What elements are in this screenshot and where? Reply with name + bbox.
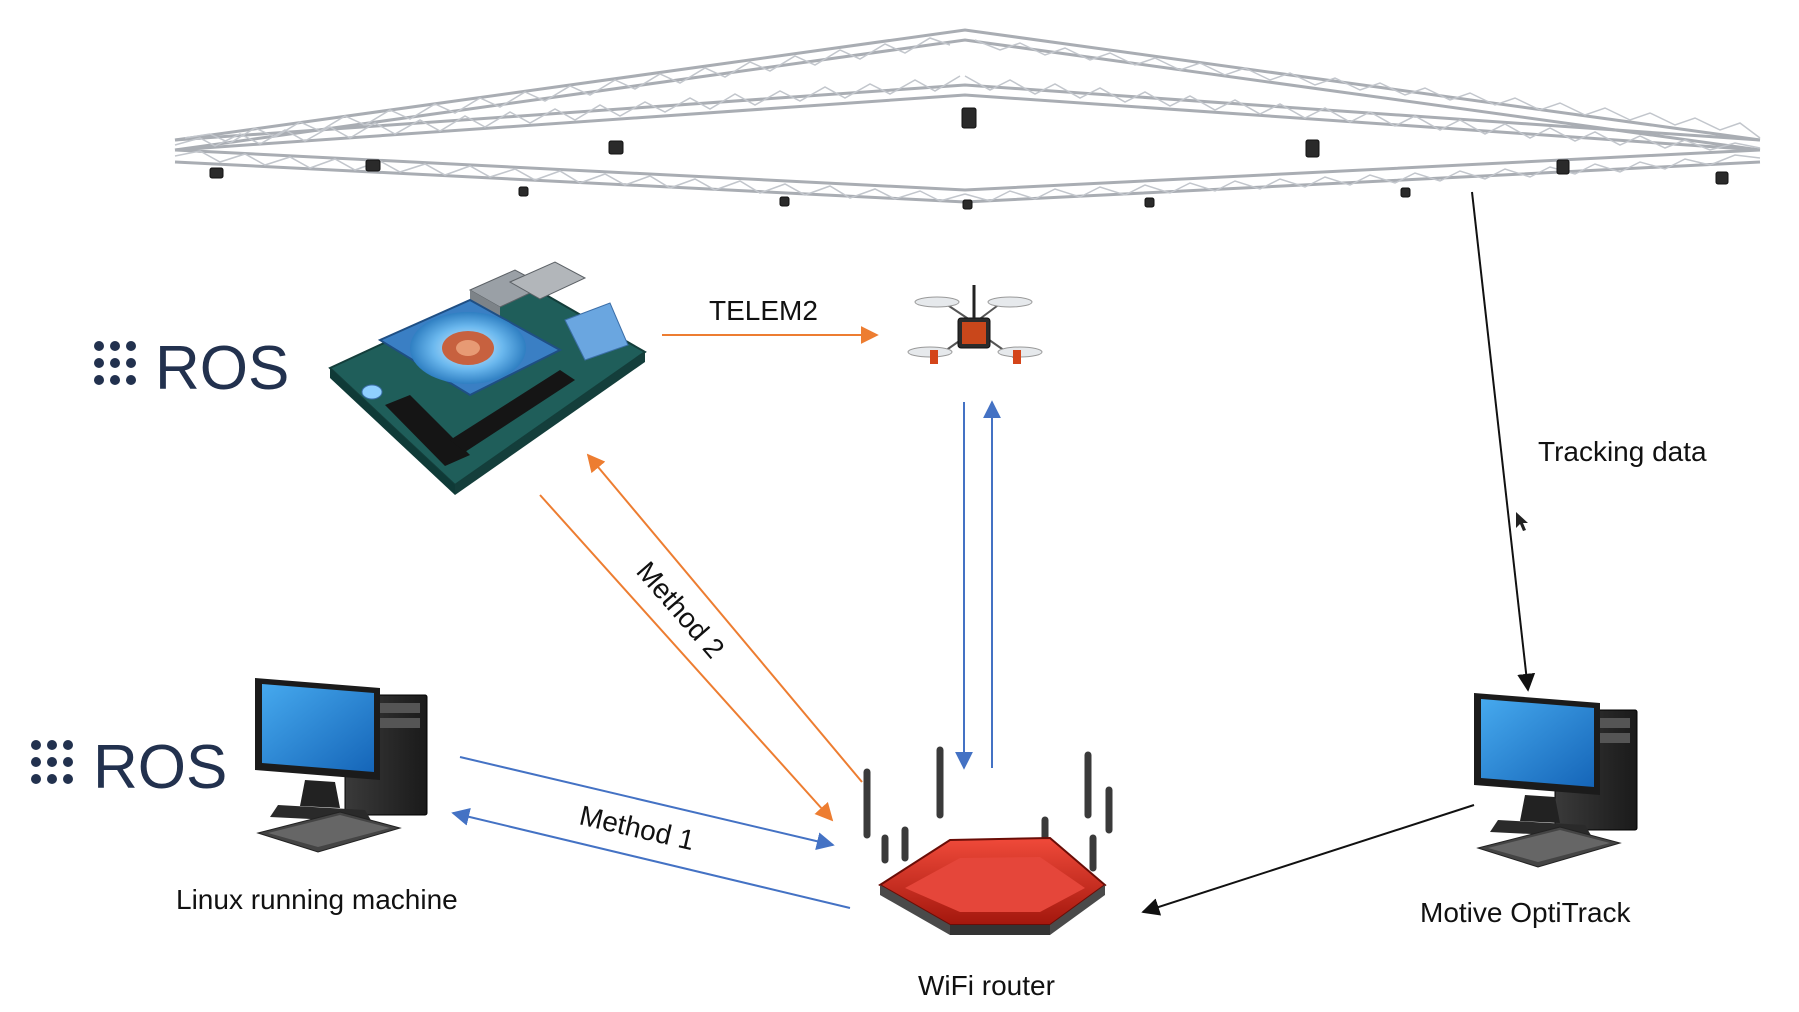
ros-logo-bottom: ROS [31, 733, 227, 802]
odroid-board-icon [328, 261, 647, 495]
arrow-method2-pair [539, 453, 863, 822]
arrow-tracking-data [1471, 191, 1536, 692]
arrow-method1-pair [451, 756, 851, 909]
camera-truss-icon [174, 28, 1761, 210]
ros-logo-top: ROS [94, 334, 289, 403]
quadcopter-drone-icon [907, 285, 1043, 364]
desktop-computer-icon [1474, 693, 1638, 868]
ros-logo-icon [94, 341, 136, 385]
ros-logo-text-bottom: ROS [93, 733, 227, 802]
label-motive-optitrack: Motive OptiTrack [1420, 897, 1632, 928]
label-wifi-router: WiFi router [918, 970, 1055, 1001]
cursor-icon [1516, 512, 1528, 531]
arrow-optitrack-to-router [1141, 804, 1475, 916]
ros-logo-text-top: ROS [155, 334, 289, 403]
wifi-router-icon [863, 746, 1113, 935]
ros-logo-icon [31, 740, 73, 784]
label-tracking-data: Tracking data [1538, 436, 1707, 467]
label-method-2: Method 2 [630, 556, 730, 664]
label-telem2: TELEM2 [709, 295, 818, 326]
arrow-router-drone-pair [955, 400, 1001, 770]
desktop-computer-icon [255, 678, 428, 853]
label-linux-machine: Linux running machine [176, 884, 458, 915]
